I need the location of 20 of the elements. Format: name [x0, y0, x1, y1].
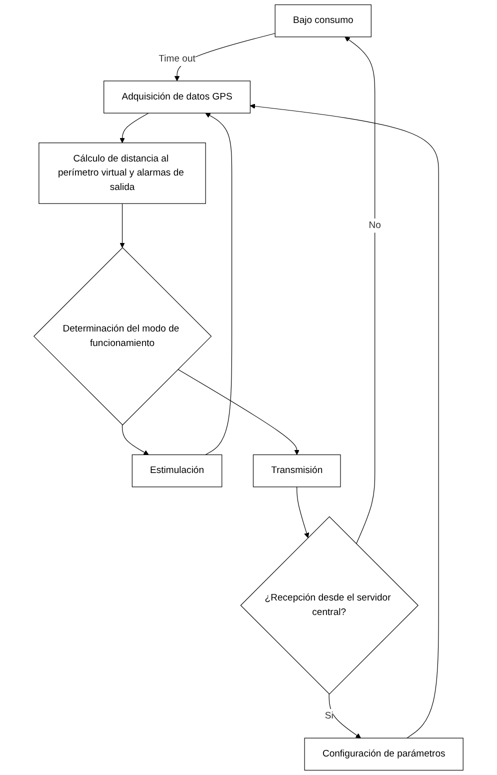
edge-label: No — [368, 220, 381, 230]
node-diamond: ¿Recepción desde el servidor central? — [240, 516, 418, 694]
node-box: Cálculo de distancia al perímetro virtual y alarmas de salida — [38, 142, 206, 204]
node-box: Adquisición de datos GPS — [104, 80, 251, 114]
arrow — [120, 112, 149, 144]
arrow — [296, 486, 310, 538]
edge-label: Time out — [158, 54, 196, 64]
node-box: Transmisión — [252, 454, 341, 488]
arrow — [122, 424, 149, 455]
arrow — [178, 369, 300, 455]
edge-label: Si — [324, 710, 334, 721]
node-box: Bajo consumo — [274, 4, 372, 38]
node-box: Estimulación — [132, 454, 222, 488]
node-diamond: Determinación del modo de funcionamiento — [33, 247, 212, 426]
arrow — [250, 104, 439, 738]
arrow — [120, 203, 125, 248]
arrow — [344, 36, 376, 544]
arrow — [328, 694, 361, 738]
node-box: Configuración de parámetros — [304, 738, 464, 771]
arrow — [205, 112, 232, 456]
